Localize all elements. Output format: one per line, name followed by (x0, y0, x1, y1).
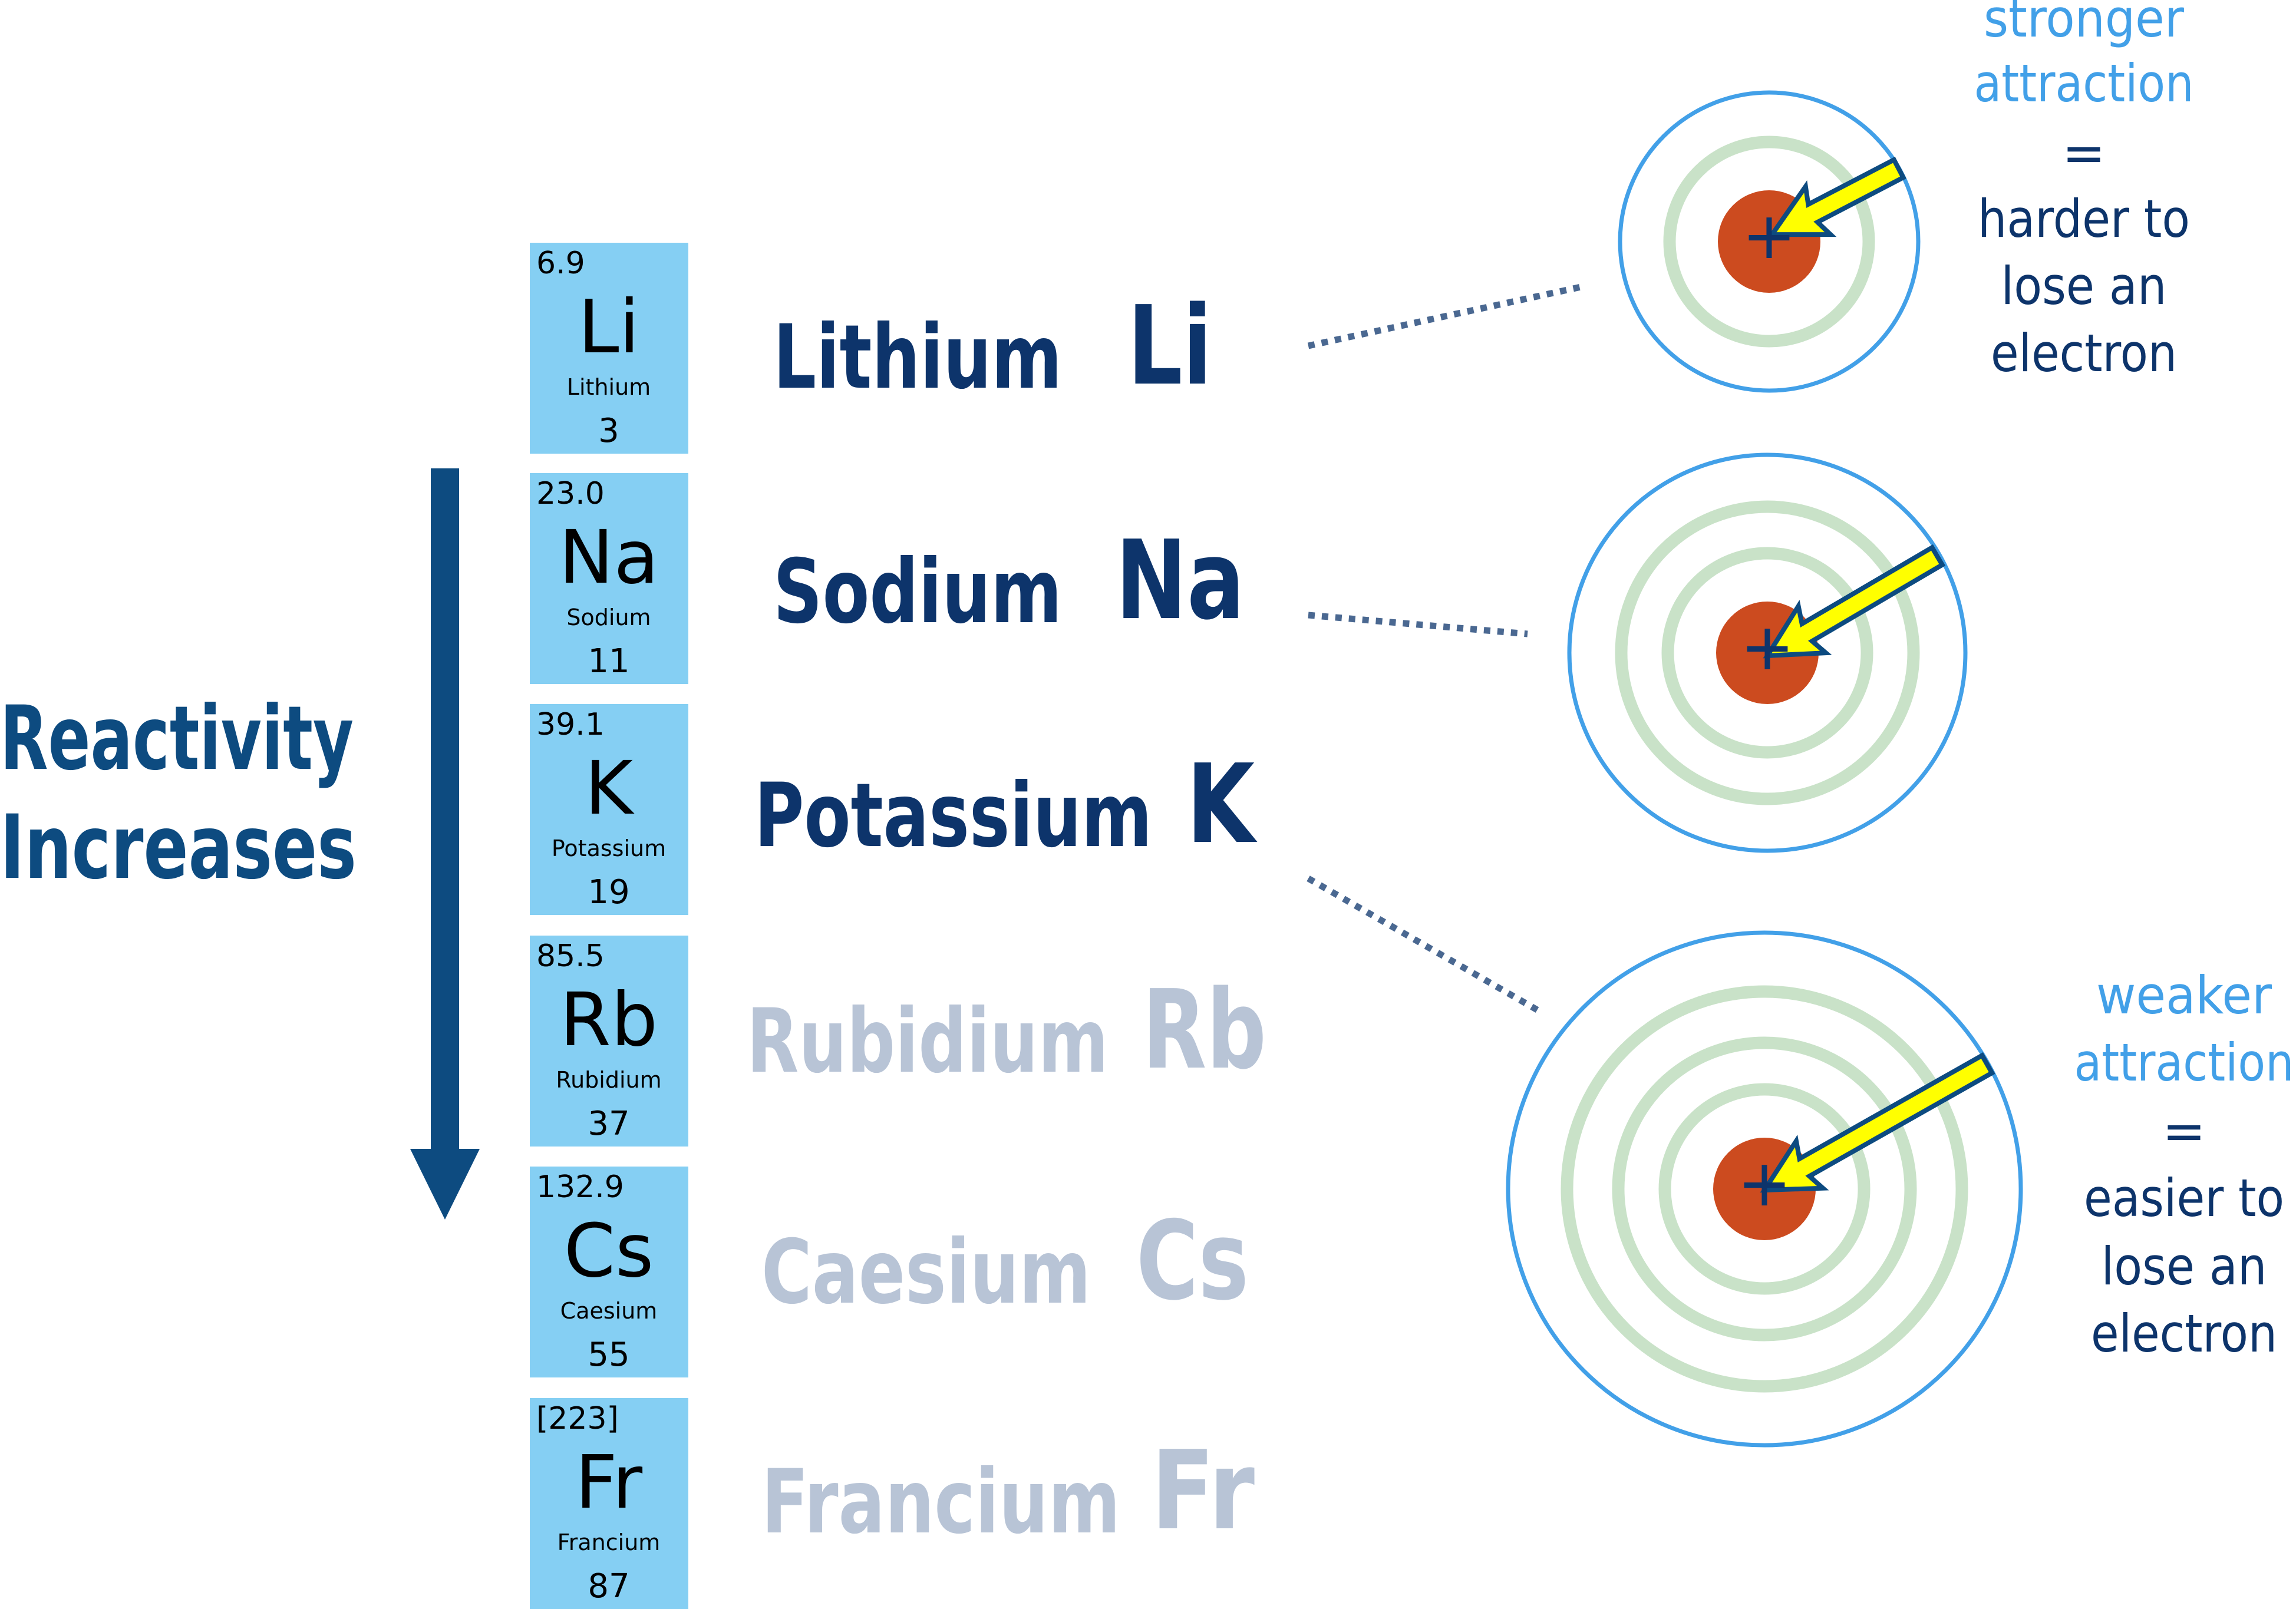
element-name: Potassium (754, 765, 1152, 867)
note-line: electron (1991, 323, 2177, 384)
note-line: lose an (2102, 1236, 2267, 1297)
atomic-number: 55 (588, 1336, 629, 1374)
attraction-arrow-icon (1763, 544, 1946, 659)
tile-background (530, 936, 688, 1147)
tile-name: Potassium (552, 835, 666, 861)
attraction-arrow-icon (1767, 156, 1906, 237)
atomic-number: 11 (588, 642, 629, 680)
element-symbol: Fr (1151, 1427, 1255, 1554)
tile-name: Lithium (567, 374, 651, 400)
atomic-mass: 132.9 (536, 1169, 624, 1205)
note-line: stronger (1984, 0, 2185, 49)
connector-na (1308, 612, 1528, 637)
tile-symbol: Fr (575, 1440, 643, 1525)
element-name: Rubidium (747, 990, 1109, 1093)
atomic-mass: 39.1 (536, 707, 605, 742)
tile-background (530, 243, 688, 454)
element-symbol: Li (1127, 282, 1212, 409)
note-line: weaker (2096, 965, 2272, 1026)
atomic-number: 3 (598, 412, 619, 450)
element-name: Sodium (773, 541, 1062, 643)
connector-k (1307, 875, 1540, 1013)
plus-sign: + (1737, 1145, 1792, 1221)
tile-name: Sodium (566, 604, 651, 630)
element-symbol: Na (1116, 517, 1245, 644)
atomic-number: 19 (588, 873, 629, 911)
tile-symbol: Cs (564, 1208, 654, 1294)
dotted-connectors (1307, 282, 1588, 1013)
tile-background (530, 1398, 688, 1609)
note-line: harder to (1978, 189, 2190, 249)
reactivity-label-line1: Reactivity (0, 688, 354, 790)
reactivity-down-arrow (410, 468, 480, 1220)
atom-lithium: + (1618, 90, 1921, 393)
element-tile-potassium: 39.1K Potassium 19 (530, 704, 688, 915)
tile-symbol: K (585, 746, 635, 831)
note-line: = (2062, 123, 2106, 183)
connector-li (1307, 282, 1588, 349)
tile-background (530, 704, 688, 915)
tile-symbol: Rb (560, 977, 658, 1063)
element-name: Lithium (773, 306, 1062, 409)
tile-name: Francium (557, 1529, 661, 1555)
element-name: Caesium (761, 1221, 1091, 1324)
atom-potassium: + (1506, 930, 2023, 1448)
element-symbol: Cs (1136, 1197, 1249, 1324)
tile-background (530, 473, 688, 684)
note-line: = (2162, 1101, 2206, 1161)
atomic-number: 37 (588, 1105, 629, 1143)
tile-name: Rubidium (556, 1067, 661, 1093)
attraction-arrow-icon (1760, 1052, 1995, 1193)
element-name: Francium (761, 1451, 1120, 1554)
plus-sign: + (1740, 609, 1794, 685)
note-line: lose an (2001, 256, 2167, 316)
element-symbol: Rb (1142, 966, 1266, 1093)
note-line: electron (2091, 1303, 2277, 1364)
tile-symbol: Na (559, 515, 659, 600)
atomic-mass: 23.0 (536, 476, 605, 511)
tile-symbol: Li (578, 285, 639, 370)
plus-sign: + (1742, 198, 1796, 273)
tile-name: Caesium (560, 1298, 658, 1324)
note-line: attraction (1974, 53, 2194, 114)
reactivity-label-line2: Increases (0, 797, 357, 899)
atom-sodium: + (1567, 452, 1968, 853)
atomic-mass: 85.5 (536, 939, 605, 974)
tile-background (530, 1167, 688, 1377)
note-line: attraction (2074, 1032, 2294, 1093)
element-symbol: K (1186, 741, 1258, 868)
note-line: easier to (2084, 1168, 2284, 1228)
atomic-mass: [223] (536, 1401, 619, 1436)
atomic-mass: 6.9 (536, 246, 585, 281)
atomic-number: 87 (588, 1567, 629, 1605)
